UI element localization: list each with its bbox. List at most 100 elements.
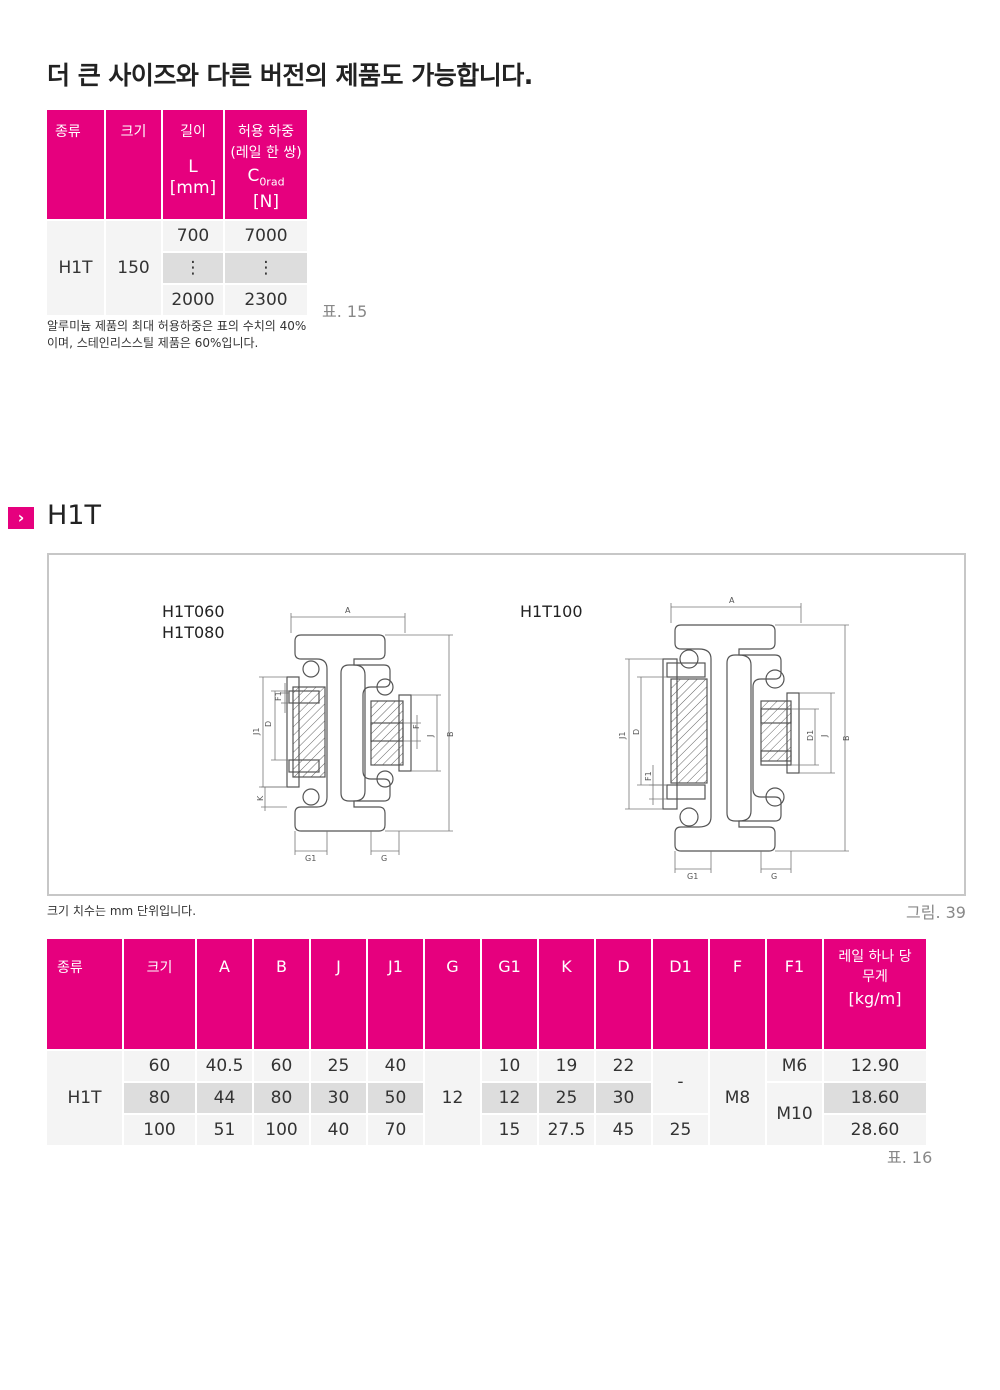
table-row: ⋮ ⋮ [47,253,307,283]
cell-j: 25 [311,1051,366,1081]
left-dimension-lines [259,613,453,855]
cell-size: 100 [124,1115,195,1145]
header-b: B [254,939,309,1049]
cell-j: 30 [311,1083,366,1113]
header-load-symbol: C0rad [229,166,303,192]
table-header-row: 종류 크기 A B J J1 G G1 K D D1 F F1 레일 하나 당 … [47,939,926,1049]
cell-g1: 12 [482,1083,537,1113]
table-header-row: 종류 크기 길이 L [mm] 허용 하중 (레일 한 쌍) C0rad [N] [47,110,307,219]
header-size: 크기 [106,110,161,219]
figure-caption: 크기 치수는 mm 단위입니다. [47,904,197,918]
header-load-label: 허용 하중 [238,124,294,140]
header-a: A [197,939,252,1049]
dim-label-f1: F1 [274,691,283,701]
drawing-label-h1t060: H1T060 [162,602,225,621]
header-g1: G1 [482,939,537,1049]
cell-g: 12 [425,1051,480,1145]
dim-label-j1-right: J1 [618,732,627,740]
cell-g1: 15 [482,1115,537,1145]
header-load-sub: (레일 한 쌍) [230,145,302,161]
header-d1: D1 [653,939,708,1049]
header-length-label: 길이 [180,124,206,140]
table-row: 2000 2300 [47,285,307,315]
right-rail-drawing [662,624,800,852]
figure-ref: 그림. 39 [906,903,966,922]
header-weight-line2: 무게 [862,969,888,985]
header-d: D [596,939,651,1049]
dim-label-d-right: D [632,729,641,735]
dimension-labels: A B J F J1 D F1 K G1 G A B J D1 J1 D F1 … [252,596,851,881]
cell-size: 80 [124,1083,195,1113]
cell-length: ⋮ [163,253,223,283]
cell-j1: 50 [368,1083,423,1113]
table-row: H1T 150 700 7000 [47,221,307,315]
cell-weight: 18.60 [824,1083,926,1113]
drawing-svg: A B J F J1 D F1 K G1 G A B J D1 J1 D F1 … [252,596,851,881]
header-g: G [425,939,480,1049]
cell-k: 27.5 [539,1115,594,1145]
cell-type: H1T [47,221,104,315]
dim-label-a-right: A [729,596,735,605]
page-heading: 더 큰 사이즈와 다른 버전의 제품도 가능합니다. [47,61,533,90]
right-dimension-lines [625,603,849,873]
header-weight-unit: [kg/m] [848,989,902,1008]
cell-weight: 12.90 [824,1051,926,1081]
dim-label-k: K [256,795,265,801]
cell-f1: M10 [767,1083,822,1145]
dim-label-b-right: B [842,736,851,742]
cell-f1: M6 [767,1051,822,1081]
dim-label-j: J [426,735,435,738]
section-title: H1T [47,500,101,531]
dim-label-g1-right: G1 [687,872,698,881]
header-load: 허용 하중 (레일 한 쌍) C0rad [N] [225,110,307,219]
header-load-unit: [N] [253,192,279,213]
cell-load: 2300 [225,285,307,315]
header-length-symbol: L [188,157,198,177]
cell-size: 150 [106,221,161,315]
cell-weight: 28.60 [824,1115,926,1145]
cell-length: 700 [163,221,223,251]
header-weight: 레일 하나 당 무게 [kg/m] [824,939,926,1049]
dim-label-g-right: G [771,872,777,881]
dim-label-j1: J1 [252,728,261,736]
cell-a: 44 [197,1083,252,1113]
dimension-table: 종류 크기 A B J J1 G G1 K D D1 F F1 레일 하나 당 … [45,937,928,1147]
cell-j: 40 [311,1115,366,1145]
table15-note: 알루미늄 제품의 최대 허용하중은 표의 수치의 40%이며, 스테인리스스틸 … [47,319,307,350]
table-row: 80 44 80 30 50 12 25 30 M10 18.60 [47,1083,926,1145]
header-f1: F1 [767,939,822,1049]
cell-k: 25 [539,1083,594,1113]
cell-d: 22 [596,1051,651,1081]
cell-k: 19 [539,1051,594,1081]
header-type: 종류 [47,939,122,1049]
cell-d: 30 [596,1083,651,1113]
cell-d1: - [653,1051,708,1113]
dim-label-f1-right: F1 [644,771,653,781]
header-length: 길이 L [mm] [163,110,223,219]
table-row: H1T 60 40.5 60 25 40 12 10 19 22 - M8 M6… [47,1051,926,1145]
cell-load: ⋮ [225,253,307,283]
dim-label-d1-right: D1 [806,730,815,741]
cell-f: M8 [710,1051,765,1145]
cell-size: 60 [124,1051,195,1081]
header-load-c-sub: 0rad [259,175,285,189]
cell-d: 45 [596,1115,651,1145]
cell-j1: 70 [368,1115,423,1145]
header-length-unit: [mm] [169,178,217,198]
header-j1: J1 [368,939,423,1049]
cell-b: 60 [254,1051,309,1081]
table16-caption: 표. 16 [887,1148,933,1167]
dim-label-g: G [381,854,387,863]
header-type: 종류 [47,110,104,219]
cell-length: 2000 [163,285,223,315]
header-load-c: C [247,166,260,186]
dim-label-a: A [345,606,351,615]
dim-label-g1: G1 [305,854,316,863]
header-size: 크기 [124,939,195,1049]
cell-type: H1T [47,1051,122,1145]
drawing-label-h1t080: H1T080 [162,623,225,642]
chevron-right-icon: › [8,507,34,529]
cell-load: 7000 [225,221,307,251]
cell-g1: 10 [482,1051,537,1081]
header-weight-line1: 레일 하나 당 [838,949,912,965]
